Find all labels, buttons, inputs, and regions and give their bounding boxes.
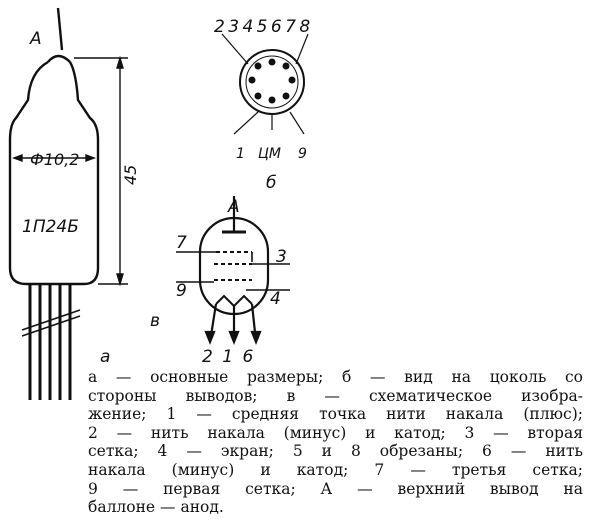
anode-label: A <box>29 29 42 49</box>
schematic-pin-9: 9 <box>176 281 187 301</box>
caption-line: стороны выводов; в — схематическое изобр… <box>88 386 583 405</box>
schematic-filament <box>215 294 253 308</box>
caption-line: а — основные размеры; б — вид на цоколь … <box>88 368 583 386</box>
socket-pin-9: 9 <box>298 146 307 162</box>
pin-break-mark <box>21 309 81 337</box>
caption-line: 2 — нить накала (минус) и катод; 3 — вто… <box>88 423 583 442</box>
schematic-anode-label: А <box>227 197 240 217</box>
caption-line: жение; 1 — средняя точка нити накала (пл… <box>88 405 583 424</box>
anode-top-lead <box>56 7 64 51</box>
socket-view <box>221 33 309 135</box>
schematic-pin-7: 7 <box>176 233 187 253</box>
view-b-label: б <box>266 173 276 193</box>
schematic-pin-4: 4 <box>270 289 281 309</box>
schematic-symbol <box>176 196 290 345</box>
height-label: 45 <box>121 165 140 185</box>
caption-line: накала (минус) и катод; 7 — третья сетка… <box>88 460 583 479</box>
tube-tip <box>47 54 71 63</box>
view-a-label: а <box>100 347 110 367</box>
diameter-label: Ф10,2 <box>30 150 79 169</box>
tube-type-label: 1П24Б <box>22 217 79 237</box>
height-dimension <box>74 55 128 287</box>
tube-outline-view <box>8 7 100 400</box>
socket-pins <box>248 58 296 104</box>
figure-caption: а — основные размеры; б — вид на цоколь … <box>88 368 583 517</box>
schematic-bottom-pins: 2 1 6 <box>202 347 255 367</box>
view-v-label: в <box>150 311 160 331</box>
socket-pin-1: 1 <box>236 146 245 162</box>
caption-line: 9 — первая сетка; А — верхний вывод на <box>88 479 583 498</box>
caption-line: баллоне — анод. <box>88 498 224 517</box>
caption-line: сетка; 4 — экран; 5 и 8 обрезаны; 6 — ни… <box>88 442 583 461</box>
schematic-pin-3: 3 <box>276 247 287 267</box>
socket-pin-cm: ЦМ <box>258 146 281 162</box>
tube-pins <box>28 284 72 400</box>
socket-top-numbers: 2 3 4 5 6 7 8 <box>214 17 310 37</box>
tube-bulb <box>8 60 100 286</box>
